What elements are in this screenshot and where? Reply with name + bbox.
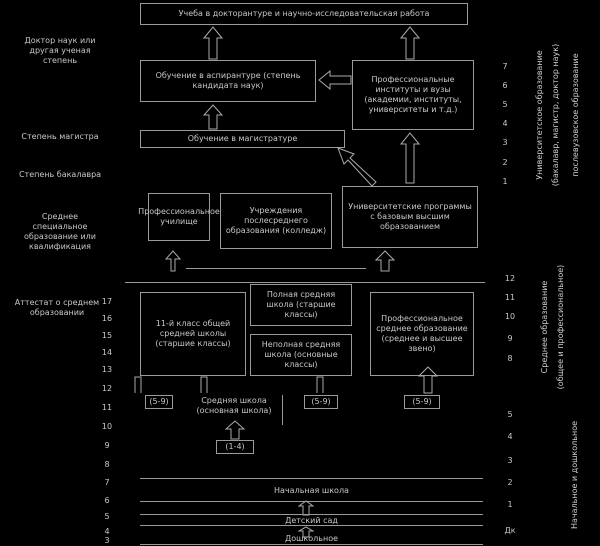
box-prof-school: Профессиональное училище bbox=[138, 193, 220, 241]
year-number: 8 bbox=[507, 354, 513, 363]
age-number: 17 bbox=[101, 297, 113, 306]
bar-primary: Начальная школа bbox=[140, 478, 483, 502]
label-master: Степень магистра bbox=[21, 132, 99, 141]
year-number: 7 bbox=[502, 62, 508, 71]
year-number: 3 bbox=[507, 456, 513, 465]
age-number: 7 bbox=[104, 478, 110, 487]
box-aspirantura: Обучение в аспирантуре (степень кандидат… bbox=[140, 60, 316, 102]
year-number: 2 bbox=[502, 158, 508, 167]
year-number: 5 bbox=[502, 100, 508, 109]
year-number: 4 bbox=[502, 119, 508, 128]
box-doctorate-work: Учеба в докторантуре и научно-исследоват… bbox=[140, 3, 468, 25]
age-number: 11 bbox=[101, 403, 113, 412]
right-label-secondary-type: (общее и профессиональное) bbox=[556, 264, 565, 390]
age-number: 9 bbox=[104, 441, 110, 450]
year-number: 5 bbox=[507, 410, 513, 419]
up-arrow-icon bbox=[316, 376, 324, 393]
box-post-secondary: Учреждения послесреднего образования (ко… bbox=[220, 193, 332, 249]
up-arrow-icon bbox=[225, 420, 245, 440]
right-label-primary: Начальное и дошкольное bbox=[570, 420, 579, 530]
year-number: 6 bbox=[502, 81, 508, 90]
year-number: 11 bbox=[504, 293, 516, 302]
up-arrow-icon bbox=[375, 250, 395, 272]
connector-line bbox=[186, 268, 366, 269]
age-number: 5 bbox=[104, 512, 110, 521]
year-number: 2 bbox=[507, 478, 513, 487]
label-specialist: Среднее специальное образование или квал… bbox=[24, 212, 96, 251]
bar-preschool: Дошкольное bbox=[140, 533, 483, 545]
box-grade-primary: (1-4) bbox=[216, 440, 254, 454]
box-grade-b: (5-9) bbox=[304, 395, 338, 409]
up-arrow-icon bbox=[200, 376, 208, 393]
up-arrow-icon bbox=[134, 376, 142, 393]
left-arrow-icon bbox=[318, 70, 352, 90]
year-number: 1 bbox=[502, 177, 508, 186]
bar-kindergarten: Детский сад bbox=[140, 514, 483, 526]
connector-line bbox=[125, 282, 485, 283]
label-bachelor: Степень бакалавра bbox=[18, 170, 102, 179]
year-number: 10 bbox=[504, 312, 516, 321]
up-arrow-icon bbox=[203, 104, 223, 130]
right-label-degrees: (бакалавр, магистр, доктор наук) bbox=[551, 43, 560, 187]
up-arrow-icon bbox=[400, 132, 420, 184]
right-label-secondary: Среднее образование bbox=[540, 280, 549, 374]
box-general-secondary: 11-й класс общей средней школы (старшие … bbox=[140, 292, 246, 376]
year-number: 1 bbox=[507, 500, 513, 509]
box-vocational-secondary: Профессиональное среднее образование (ср… bbox=[370, 292, 474, 376]
age-number: 6 bbox=[104, 496, 110, 505]
up-arrow-icon bbox=[298, 526, 314, 538]
age-number: 12 bbox=[101, 384, 113, 393]
box-institutes: Профессиональные институты и вузы (акаде… bbox=[352, 60, 474, 130]
box-university: Университетские программы с базовым высш… bbox=[342, 186, 478, 248]
box-grade-a: (5-9) bbox=[145, 395, 173, 409]
year-number: 12 bbox=[504, 274, 516, 283]
box-full-secondary: Полная средняя школа (старшие классы) bbox=[250, 284, 352, 326]
age-number: 4 bbox=[104, 527, 110, 536]
box-grade-c: (5-9) bbox=[404, 395, 440, 409]
box-magistratura: Обучение в магистратуре bbox=[140, 130, 345, 148]
up-arrow-icon bbox=[418, 366, 438, 394]
age-number: 13 bbox=[101, 365, 113, 374]
divider-line bbox=[282, 395, 283, 425]
diagonal-arrow-icon bbox=[337, 147, 377, 186]
year-number: 4 bbox=[507, 432, 513, 441]
year-number: Дк bbox=[504, 526, 516, 535]
age-number: 14 bbox=[101, 348, 113, 357]
year-number: 9 bbox=[507, 334, 513, 343]
label-doctor: Доктор наук или другая ученая степень bbox=[24, 36, 96, 65]
up-arrow-icon bbox=[400, 26, 420, 60]
age-number: 10 bbox=[101, 422, 113, 431]
age-number: 3 bbox=[104, 536, 110, 545]
box-basic-school: Средняя школа (основная школа) bbox=[196, 396, 272, 415]
age-number: 8 bbox=[104, 460, 110, 469]
right-label-university: Университетское образование bbox=[535, 50, 544, 180]
up-arrow-icon bbox=[164, 250, 182, 272]
label-certificate: Аттестат о среднем образовании bbox=[14, 298, 100, 317]
right-label-postgraduate: послевузовское образование bbox=[571, 53, 580, 177]
box-incomplete-secondary: Неполная средняя школа (основные классы) bbox=[250, 334, 352, 376]
up-arrow-icon bbox=[203, 26, 223, 60]
up-arrow-icon bbox=[298, 500, 314, 516]
age-number: 15 bbox=[101, 331, 113, 340]
age-number: 16 bbox=[101, 314, 113, 323]
year-number: 3 bbox=[502, 138, 508, 147]
